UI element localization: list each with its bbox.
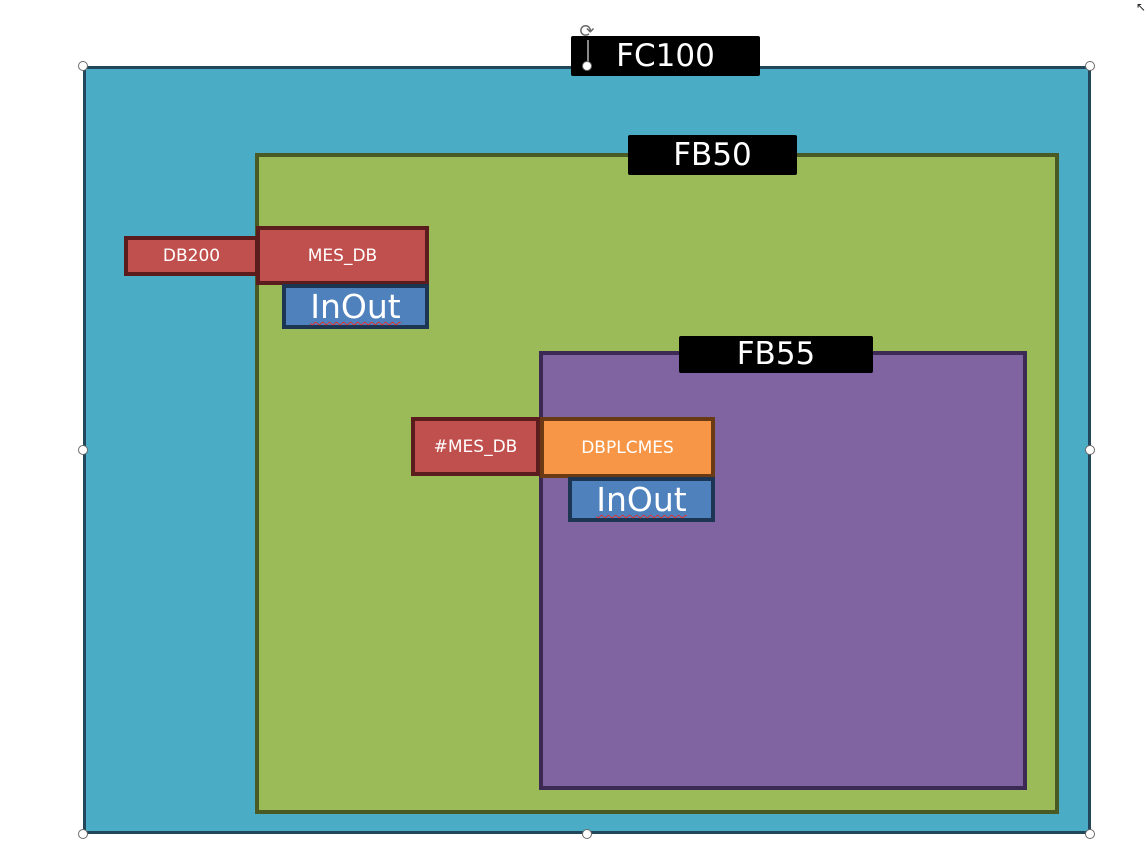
- rotation-handle-line: [587, 40, 589, 66]
- resize-handle-bottom[interactable]: [582, 829, 592, 839]
- mes-db-text: MES_DB: [307, 245, 378, 266]
- mes-db-block[interactable]: MES_DB: [256, 226, 429, 285]
- mouse-cursor-icon: ↖: [1136, 0, 1147, 14]
- resize-handle-bottom-right[interactable]: [1085, 829, 1095, 839]
- inout-block-fb50[interactable]: InOut: [282, 284, 429, 329]
- resize-handle-top-left[interactable]: [78, 61, 88, 71]
- resize-handle-bottom-left[interactable]: [78, 829, 88, 839]
- rotate-icon[interactable]: ⟳: [579, 21, 595, 42]
- mes-db-ref-block[interactable]: #MES_DB: [411, 417, 540, 476]
- resize-handle-top-right[interactable]: [1085, 61, 1095, 71]
- fb50-label[interactable]: FB50: [628, 135, 797, 175]
- fc100-label[interactable]: FC100: [571, 36, 760, 76]
- inout-text-fb50: InOut: [310, 287, 401, 326]
- resize-handle-right[interactable]: [1085, 445, 1095, 455]
- inout-block-fb55[interactable]: InOut: [568, 477, 715, 522]
- db200-block[interactable]: DB200: [124, 236, 259, 276]
- mes-db-ref-text: #MES_DB: [433, 436, 518, 457]
- resize-handle-left[interactable]: [78, 445, 88, 455]
- dbplcmes-text: DBPLCMES: [581, 437, 674, 458]
- resize-handle-top[interactable]: [582, 61, 592, 71]
- dbplcmes-block[interactable]: DBPLCMES: [540, 417, 715, 478]
- inout-text-fb55: InOut: [596, 480, 687, 519]
- fb55-label[interactable]: FB55: [679, 336, 873, 373]
- db200-text: DB200: [162, 246, 221, 266]
